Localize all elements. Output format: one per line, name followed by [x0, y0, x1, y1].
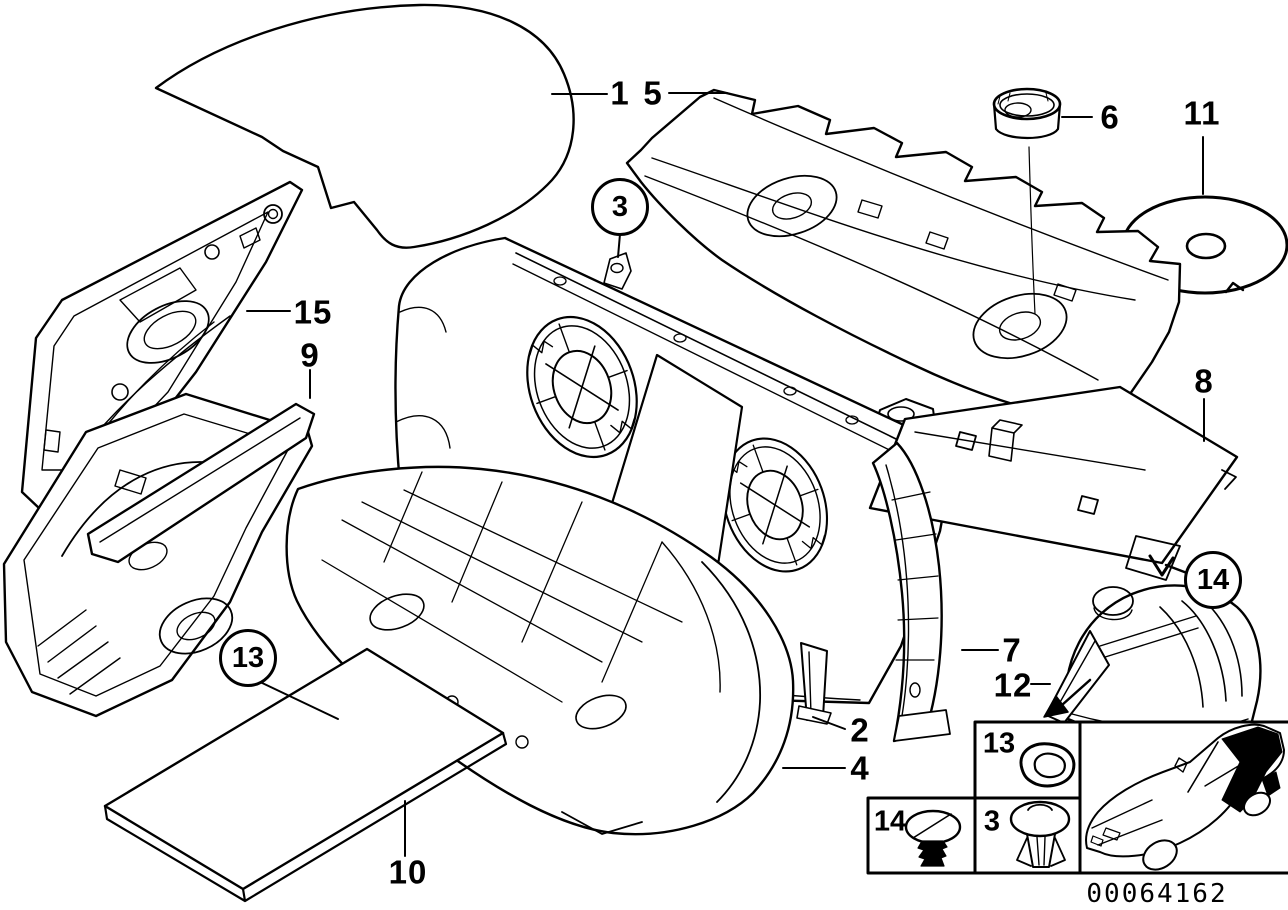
- part-trunk-lid-insulation: [154, 3, 575, 249]
- part-grommet: [992, 87, 1062, 139]
- callout-13-circled[interactable]: 13: [219, 629, 277, 687]
- legend-cell-13-label[interactable]: 13: [982, 727, 1016, 760]
- part-small-bracket: [796, 642, 832, 725]
- callout-15[interactable]: 15: [293, 293, 333, 331]
- callout-10[interactable]: 10: [388, 853, 428, 891]
- callout-1[interactable]: 1: [610, 74, 630, 112]
- grommet-ring-icon: [1019, 742, 1076, 788]
- callout-5[interactable]: 5: [643, 74, 663, 112]
- part-parcel-shelf-insulation: [625, 88, 1182, 428]
- callout-4[interactable]: 4: [850, 749, 870, 787]
- callout-12[interactable]: 12: [993, 666, 1033, 704]
- callout-8[interactable]: 8: [1194, 362, 1214, 400]
- part-rear-flat-sheet: [868, 385, 1239, 581]
- part-wheel-arch-insulation: [1045, 584, 1262, 739]
- diagram-number: 00064162: [1086, 879, 1228, 909]
- leader-lines: [246, 92, 1205, 857]
- callout-9[interactable]: 9: [300, 336, 320, 374]
- expansion-clip-icon: [1009, 800, 1071, 868]
- callout-3-circled[interactable]: 3: [591, 178, 649, 236]
- legend-cell-3-label[interactable]: 3: [983, 805, 1001, 838]
- callout-11[interactable]: 11: [1183, 94, 1221, 132]
- legend-cell-14-label[interactable]: 14: [873, 805, 907, 838]
- callout-2[interactable]: 2: [850, 711, 870, 749]
- callout-14-circled[interactable]: 14: [1184, 551, 1242, 609]
- part-c-pillar-strip: [871, 441, 951, 743]
- callout-6[interactable]: 6: [1100, 98, 1120, 136]
- car-insulation-zones: [1085, 723, 1285, 871]
- blind-rivet-icon: [904, 809, 962, 867]
- part-floor-mat: [103, 647, 508, 903]
- callout-7[interactable]: 7: [1002, 631, 1022, 669]
